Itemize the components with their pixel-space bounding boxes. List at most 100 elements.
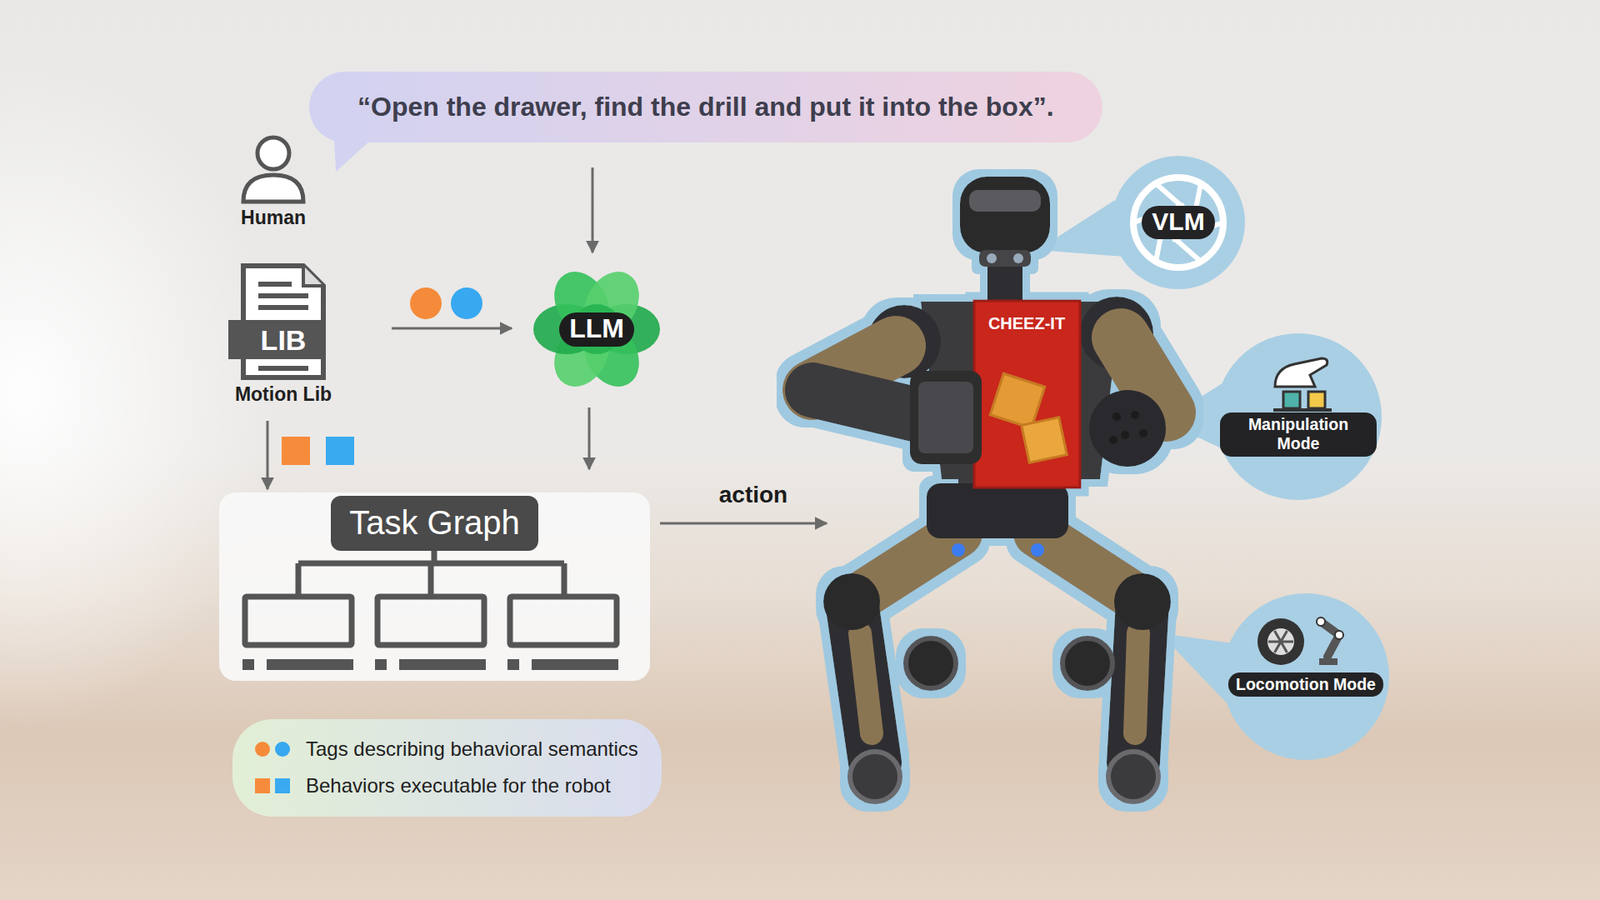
file-icon: [258, 305, 309, 310]
humanoid-robot: [1109, 435, 1118, 445]
legend-square: [275, 778, 290, 794]
label-slot: action: [719, 481, 788, 509]
manipulation-icon: [1308, 391, 1325, 409]
callout-circle: VLM: [1111, 155, 1245, 290]
text-slot: LIB: [216, 323, 350, 357]
humanoid-robot: [1112, 412, 1121, 421]
locomotion-icon: [1275, 630, 1282, 642]
file-icon: [303, 265, 324, 286]
locomotion-icon: [1319, 658, 1338, 665]
label-slot: CHEEZ-IT: [988, 314, 1065, 334]
tag-dots: [410, 287, 442, 320]
text-slot: Motion Lib: [216, 383, 350, 406]
human-actor: Human: [223, 133, 324, 230]
tree-icon: [399, 659, 486, 670]
legend-dot: [255, 741, 270, 757]
text-slot: Locomotion Mode: [1222, 672, 1390, 697]
legend-text: Behaviors executable for the robot: [305, 774, 611, 798]
legend-square: [255, 778, 270, 794]
file-icon: [258, 281, 292, 287]
callout-circle: Manipulation Mode: [1215, 333, 1382, 500]
callout-wedge: [1160, 633, 1234, 710]
humanoid-robot: [1089, 390, 1166, 467]
callout-circle: [1111, 155, 1245, 290]
humanoid-robot: [1120, 430, 1130, 440]
text-slot: “Open the drawer, find the drill and put…: [357, 91, 1055, 123]
humanoid-robot: [860, 633, 872, 734]
callout-circle: [1222, 593, 1390, 760]
action-arrow: [660, 522, 827, 525]
tree-icon: [245, 596, 352, 645]
locomotion-icon: [1257, 618, 1305, 665]
text-slot: Manipulation Mode: [1215, 412, 1382, 457]
humanoid-robot: [969, 190, 1041, 212]
humanoid-robot: [905, 638, 956, 689]
actor-label: Human: [223, 206, 324, 230]
panel-title: Task Graph: [330, 495, 539, 551]
callout-circle: Locomotion Mode: [1222, 593, 1390, 760]
humanoid-robot: [951, 543, 965, 557]
humanoid-robot: [960, 176, 1050, 254]
legend-entry: Behaviors executable for the robot: [252, 769, 639, 803]
locomotion-icon: [1275, 641, 1282, 653]
tag-dots: [410, 287, 483, 320]
legend-entry: Tags describing behavioral semantics: [252, 732, 639, 766]
bubble-tail: [334, 140, 371, 172]
humanoid-robot: [990, 373, 1045, 429]
file-icon: [258, 293, 309, 299]
legend-sample: [252, 775, 300, 796]
manipulation-icon: [1283, 391, 1300, 409]
mode-label: Locomotion Mode: [1228, 672, 1384, 697]
locomotion-icon: [1316, 617, 1325, 626]
humanoid-robot: [979, 250, 1031, 267]
legend-text: Tags describing behavioral semantics: [305, 737, 639, 761]
text-slot: LLM: [559, 312, 635, 347]
behavior-squares: [325, 436, 355, 465]
humanoid-robot: [1135, 633, 1139, 734]
library-label: LIB: [216, 323, 350, 357]
humanoid-robot: [986, 253, 997, 264]
tree-icon: [507, 659, 520, 670]
locomotion-icon: [1267, 628, 1295, 655]
humanoid-robot: [850, 751, 900, 802]
bubble-tail: [334, 140, 373, 174]
legend-panel: Tags describing behavioral semanticsBeha…: [232, 719, 662, 817]
humanoid-robot: [1030, 543, 1045, 557]
humanoid-robot: [1114, 573, 1171, 630]
tree-icon: [510, 596, 617, 645]
text-slot: Human: [223, 206, 324, 230]
text-slot: VLM: [1111, 205, 1245, 240]
shutter-icon: [1133, 177, 1224, 268]
locomotion-icon: [1280, 641, 1288, 653]
humanoid-robot: [918, 381, 974, 454]
tree-icon: [531, 659, 619, 670]
person-icon: [243, 175, 304, 202]
person-icon: [257, 137, 290, 170]
mode-label: Manipulation Mode: [1220, 412, 1377, 457]
tree-icon: [266, 659, 354, 670]
person-icon: [238, 133, 309, 205]
legend-sample: [252, 739, 300, 760]
tree-icon: [375, 659, 387, 670]
humanoid-robot: [1139, 429, 1148, 438]
behavior-squares: [281, 436, 310, 465]
flow-arrow: [391, 327, 512, 330]
mode-label: VLM: [1141, 205, 1215, 240]
callout-wedge: [1037, 200, 1125, 257]
locomotion-icon: [1335, 630, 1344, 640]
motion-library: LIB Motion Lib: [216, 263, 350, 406]
edge-label: action: [719, 481, 788, 509]
legend-dot: [275, 741, 290, 757]
tree-icon: [242, 659, 255, 670]
locomotion-icon: [1280, 630, 1288, 642]
manipulation-icon: [1275, 358, 1328, 387]
library-label: Motion Lib: [216, 383, 350, 406]
humanoid-robot: [1013, 253, 1024, 264]
speech-bubble: “Open the drawer, find the drill and put…: [309, 71, 1103, 143]
humanoid-robot: [1108, 751, 1159, 802]
llm-badge: LLM: [530, 262, 664, 396]
tree-icon: [298, 547, 565, 597]
humanoid-robot: [1130, 410, 1140, 420]
flow-arrow: [266, 420, 270, 490]
